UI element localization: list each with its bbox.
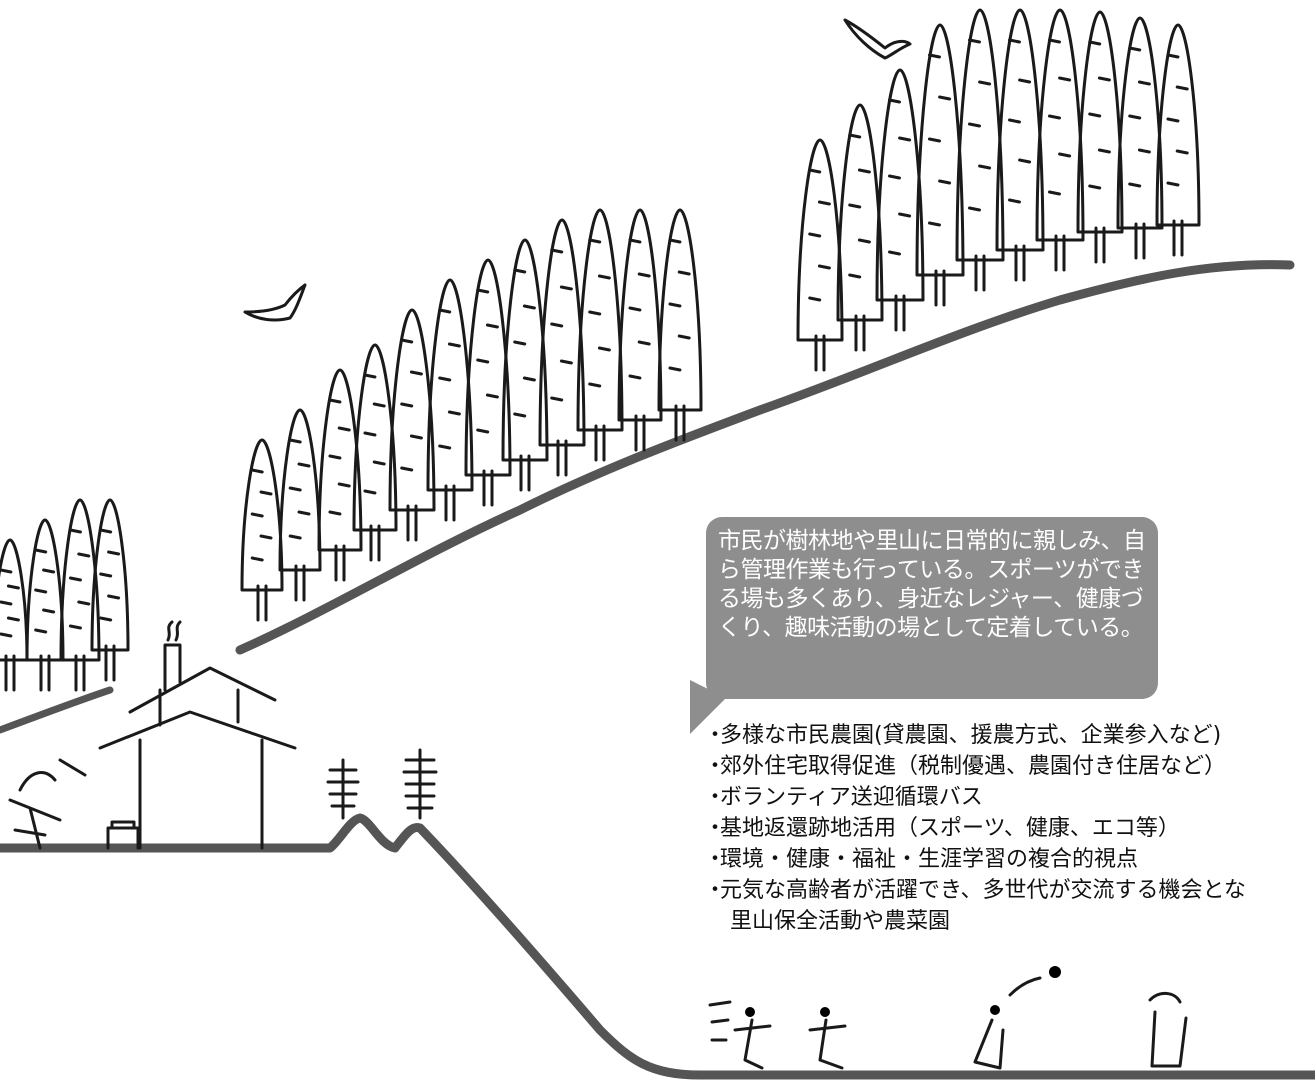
- person-icon: [808, 1007, 847, 1070]
- person-icon: [973, 966, 1061, 1070]
- shrub-icon: [326, 748, 438, 820]
- conifer-tree-icon: [657, 208, 703, 442]
- conifer-tree-icon: [317, 368, 363, 582]
- bullet-item: 郊外住宅取得促進（税制優遇、農園付き住居など）: [704, 751, 1315, 782]
- callout-text: 市民が樹林地や里山に日常的に親しみ、自ら管理作業も行っている。スポーツができる場…: [718, 528, 1146, 641]
- conifer-tree-icon: [617, 208, 663, 452]
- left-hill-ground: [0, 686, 114, 734]
- conifer-tree-icon: [1076, 10, 1124, 264]
- conifer-tree-icon: [501, 238, 549, 492]
- grass-lines: [708, 1000, 732, 1042]
- person-icon: [733, 1007, 772, 1070]
- conifer-tree-icon: [90, 498, 130, 682]
- bird-icon: [843, 18, 912, 60]
- conifer-tree-icon: [464, 258, 512, 507]
- conifer-tree-icon: [836, 103, 884, 352]
- conifer-tree-icon: [538, 218, 586, 477]
- house-icon: [98, 620, 297, 850]
- conifer-tree-icon: [0, 538, 29, 692]
- conifer-tree-icon: [1155, 23, 1201, 257]
- upper-hill-ground: [235, 260, 1295, 655]
- bullet-item: 元気な高齢者が活躍でき、多世代が交流する機会とな: [704, 875, 1315, 906]
- lower-ground: [0, 813, 1315, 1080]
- bullet-item: ボランティア送迎循環バス: [704, 782, 1315, 813]
- forest-trees: [0, 8, 1201, 692]
- person-icon: [8, 758, 87, 850]
- conifer-tree-icon: [388, 308, 436, 542]
- person-icon: [1148, 992, 1188, 1068]
- bird-icon: [243, 283, 307, 322]
- conifer-tree-icon: [25, 518, 65, 692]
- conifer-tree-icon: [875, 68, 925, 332]
- conifer-tree-icon: [352, 343, 398, 562]
- callout-bubble: 市民が樹林地や里山に日常的に親しみ、自ら管理作業も行っている。スポーツができる場…: [706, 517, 1158, 699]
- bullet-item-continuation: 里山保全活動や農菜園: [730, 909, 951, 934]
- bullet-item: 基地返還跡地活用（スポーツ、健康、エコ等）: [704, 813, 1315, 844]
- conifer-tree-icon: [426, 278, 474, 522]
- conifer-tree-icon: [955, 8, 1005, 292]
- bullet-item: 多様な市民農園(貸農園、援農方式、企業参入など): [704, 720, 1315, 751]
- conifer-tree-icon: [59, 498, 101, 692]
- conifer-tree-icon: [240, 438, 284, 622]
- conifer-tree-icon: [1116, 16, 1164, 260]
- conifer-tree-icon: [915, 23, 965, 307]
- conifer-tree-icon: [278, 408, 322, 602]
- bullet-list: 多様な市民農園(貸農園、援農方式、企業参入など) 郊外住宅取得促進（税制優遇、農…: [704, 720, 1315, 937]
- bullet-item: 環境・健康・福祉・生涯学習の複合的視点: [704, 844, 1315, 875]
- conifer-tree-icon: [796, 138, 844, 372]
